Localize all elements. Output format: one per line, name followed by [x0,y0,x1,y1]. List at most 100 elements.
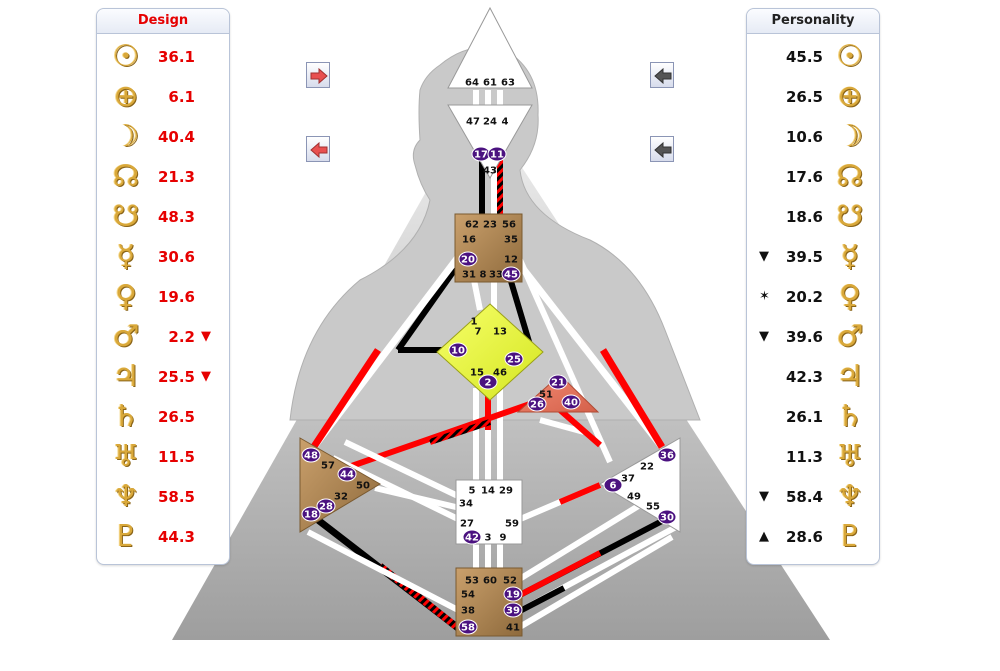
channels [306,90,678,631]
jupiter-icon: ♃ [836,359,864,394]
jupiter-icon: ♃ [112,359,140,394]
gate-number[interactable]: 10 [451,346,465,357]
gate-number[interactable]: 51 [539,390,553,401]
gate-number[interactable]: 52 [503,576,517,587]
personality-row: ♂39.6▼ [747,319,879,355]
head-center [447,6,533,89]
arrow-left-icon [654,68,672,84]
design-forward-button[interactable] [306,62,330,88]
gate-number[interactable]: 64 [465,78,479,89]
gate-number[interactable]: 35 [504,235,518,246]
gate-number[interactable]: 25 [507,355,521,366]
gate-number[interactable]: 14 [481,486,495,497]
mercury-icon: ☿ [116,239,136,274]
gate-number[interactable]: 11 [490,150,504,161]
design-back-button[interactable] [306,136,330,162]
gate-number[interactable]: 37 [621,474,635,485]
gate-number[interactable]: 15 [470,368,484,379]
gate-number[interactable]: 33 [489,270,503,281]
design-row: ♇44.3 [97,519,229,555]
personality-back-button[interactable] [650,62,674,88]
design-row: ☊21.3 [97,159,229,195]
gate-number[interactable]: 19 [506,590,520,601]
gate-number[interactable]: 21 [551,378,565,389]
gate-number[interactable]: 28 [319,502,333,513]
gate-number[interactable]: 53 [465,576,479,587]
gate-number[interactable]: 60 [483,576,497,587]
personality-gate-line: 42.3 [785,368,823,386]
gate-number[interactable]: 32 [334,492,348,503]
gate-number[interactable]: 63 [501,78,515,89]
gate-number[interactable]: 59 [505,519,519,530]
gate-number[interactable]: 16 [462,235,476,246]
gate-number[interactable]: 26 [530,400,544,411]
design-gate-line: 25.5 [157,368,195,386]
solar-plexus-center [599,437,681,533]
gate-number[interactable]: 36 [660,451,674,462]
design-row: ☉36.1 [97,39,229,75]
gate-number[interactable]: 23 [483,220,497,231]
gate-number[interactable]: 3 [485,533,492,544]
gate-number[interactable]: 40 [564,398,578,409]
gate-number[interactable]: 1 [471,317,478,328]
gate-number[interactable]: 18 [304,510,318,521]
gate-number[interactable]: 44 [340,470,354,481]
gate-number[interactable]: 55 [646,502,660,513]
design-gate-line: 6.1 [168,88,195,106]
gate-number[interactable]: 13 [493,327,507,338]
design-gate-line: 36.1 [157,48,195,66]
mars-icon: ♂ [112,319,140,354]
gate-number[interactable]: 20 [461,255,475,266]
gate-number[interactable]: 45 [504,270,518,281]
gate-number[interactable]: 27 [460,519,474,530]
gate-number[interactable]: 4 [502,117,509,128]
earth-icon: ⊕ [113,79,139,114]
design-row: ♅11.5 [97,439,229,475]
gate-number[interactable]: 24 [483,117,497,128]
design-fixing-marker: ▼ [201,369,211,384]
gate-number[interactable]: 42 [465,533,479,544]
neptune-icon: ♆ [836,479,864,514]
gate-number[interactable]: 31 [462,270,476,281]
gate-number[interactable]: 61 [483,78,497,89]
ajna-center [447,104,533,180]
gate-number[interactable]: 57 [321,461,335,472]
design-gate-line: 26.5 [157,408,195,426]
gate-number[interactable]: 41 [506,623,520,634]
personality-gate-line: 17.6 [785,168,823,186]
gate-number[interactable]: 22 [640,462,654,473]
gate-number[interactable]: 29 [499,486,513,497]
gate-activation-marker [458,619,478,635]
gate-number[interactable]: 46 [493,368,507,379]
gate-number[interactable]: 54 [461,590,475,601]
gate-number[interactable]: 7 [475,327,482,338]
gate-number[interactable]: 17 [474,150,488,161]
gate-number[interactable]: 39 [506,606,520,617]
gate-number[interactable]: 6 [610,481,617,492]
gate-number[interactable]: 34 [459,499,473,510]
personality-back-2-button[interactable] [650,136,674,162]
gate-number[interactable]: 12 [504,255,518,266]
gate-number[interactable]: 47 [466,117,480,128]
gate-number[interactable]: 50 [356,481,370,492]
gate-number[interactable]: 43 [483,166,497,177]
design-gate-line: 30.6 [157,248,195,266]
gate-activation-marker [337,466,357,482]
personality-fixing-marker: ▲ [759,529,769,544]
gate-number[interactable]: 38 [461,606,475,617]
gate-number[interactable]: 56 [502,220,516,231]
gate-activation-marker [503,602,523,618]
gate-number[interactable]: 62 [465,220,479,231]
personality-gate-line: 28.6 [785,528,823,546]
gate-number[interactable]: 30 [660,513,674,524]
gate-number[interactable]: 48 [304,451,318,462]
gate-number[interactable]: 9 [500,533,507,544]
gate-number[interactable]: 49 [627,492,641,503]
gate-number[interactable]: 5 [469,486,476,497]
gate-activation-marker [527,396,547,412]
gate-number[interactable]: 8 [480,270,487,281]
design-title: Design [97,9,229,34]
gate-number[interactable]: 58 [461,623,475,634]
gate-number[interactable]: 2 [485,378,492,389]
design-gate-line: 58.5 [157,488,195,506]
